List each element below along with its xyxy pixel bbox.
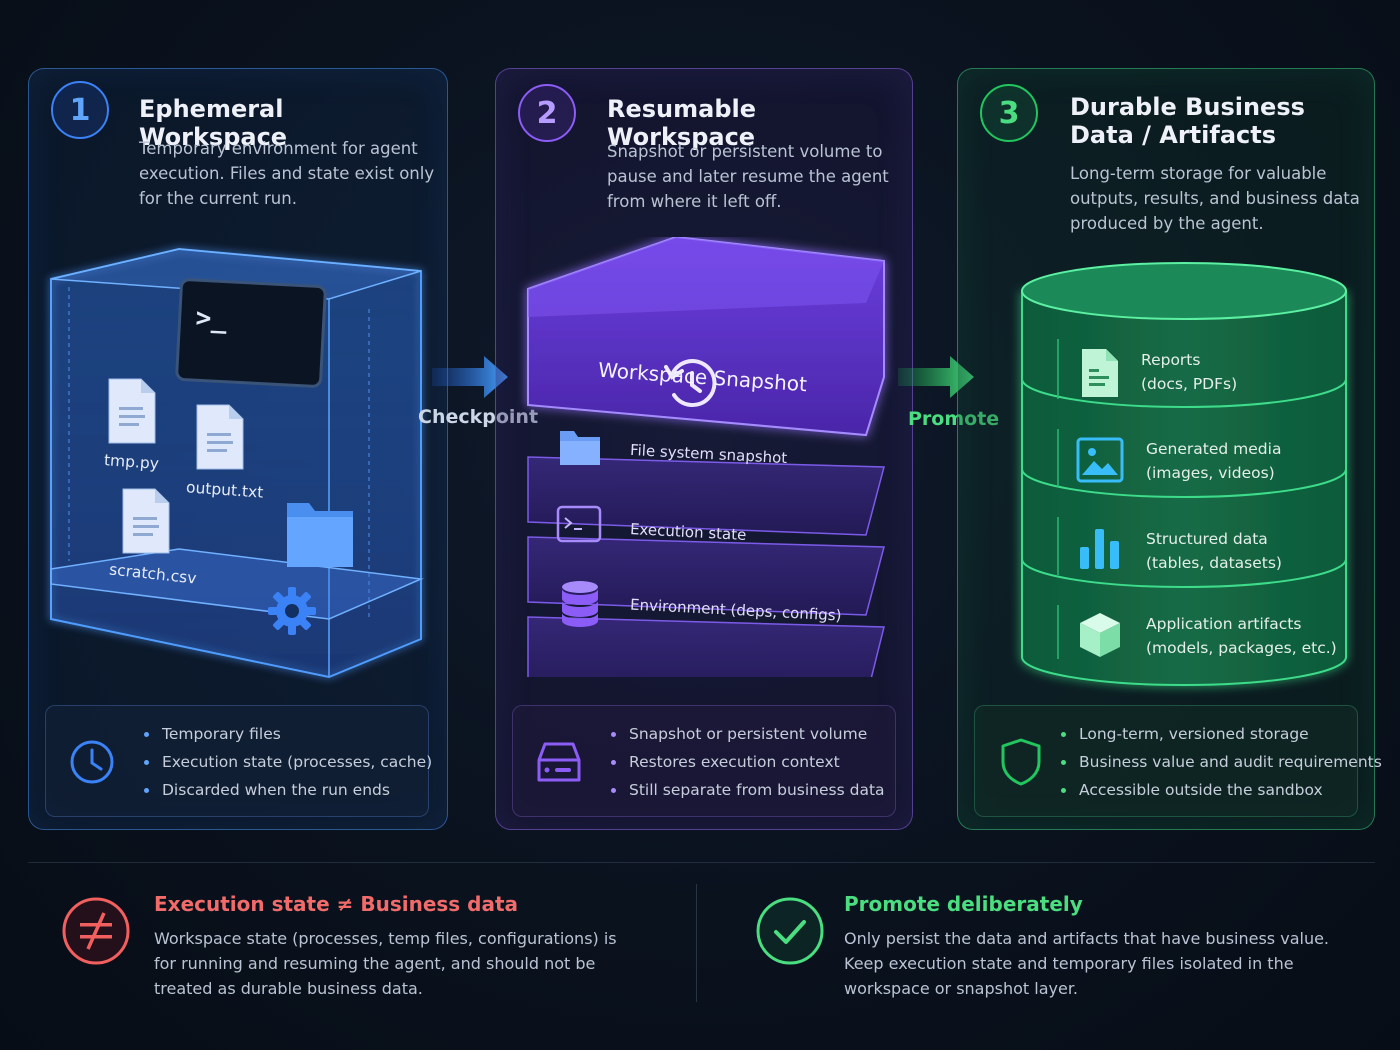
snapshot-stack-illustration: [527, 237, 885, 677]
panel-title: Resumable Workspace: [607, 95, 757, 151]
footer-right-text: Only persist the data and artifacts that…: [844, 929, 1330, 998]
panel-description: Temporary environment for agent executio…: [139, 139, 435, 208]
list-item: Snapshot or persistent volume: [609, 720, 885, 748]
resumable-info-box: Snapshot or persistent volume Restores e…: [512, 705, 896, 817]
checkpoint-label: Checkpoint: [418, 406, 539, 428]
panel-title: Ephemeral Workspace: [139, 95, 288, 151]
image-icon: [1076, 437, 1124, 483]
panel-description: Long-term storage for valuable outputs, …: [1070, 164, 1360, 233]
clock-icon: [70, 740, 114, 784]
not-equal-icon: [62, 897, 130, 965]
document-icon: [1082, 349, 1118, 397]
step-number-1: 1: [51, 81, 109, 139]
panel-ephemeral-workspace: 1 Ephemeral Workspace Temporary environm…: [28, 68, 448, 830]
artifact-subtitle: (models, packages, etc.): [1146, 639, 1337, 657]
footer-column-divider: [696, 884, 697, 1002]
list-item: Business value and audit requirements: [1059, 748, 1382, 776]
artifact-item: Application artifacts (models, packages,…: [1146, 612, 1337, 660]
footer-right-title: Promote deliberately: [844, 892, 1083, 916]
drive-icon: [537, 742, 581, 782]
artifact-item: Reports (docs, PDFs): [1141, 348, 1237, 396]
durable-info-box: Long-term, versioned storage Business va…: [974, 705, 1382, 817]
footer-divider: [28, 862, 1375, 863]
panel-title: Durable Business Data / Artifacts: [1070, 93, 1305, 149]
terminal-icon: [556, 505, 602, 543]
database-icon: [562, 581, 598, 627]
list-item: Long-term, versioned storage: [1059, 720, 1382, 748]
footer-left-text: Workspace state (processes, temp files, …: [154, 929, 617, 998]
durable-bullet-list: Long-term, versioned storage Business va…: [1059, 720, 1382, 804]
panel-durable-business-data: 3 Durable Business Data / Artifacts Long…: [957, 68, 1382, 830]
list-item: Accessible outside the sandbox: [1059, 776, 1382, 804]
bar-chart-icon: [1080, 529, 1119, 569]
artifact-title: Structured data: [1146, 530, 1268, 548]
checkpoint-arrow-icon: [432, 356, 508, 398]
artifact-subtitle: (docs, PDFs): [1141, 375, 1238, 393]
list-item: Still separate from business data: [609, 776, 885, 804]
panel-resumable-workspace: 2 Resumable Workspace Snapshot or persis…: [495, 68, 913, 830]
shield-icon: [1001, 738, 1041, 786]
svg-text:>_: >_: [195, 303, 228, 335]
list-item: Temporary files: [142, 720, 432, 748]
resumable-bullet-list: Snapshot or persistent volume Restores e…: [609, 720, 885, 804]
artifact-title: Generated media: [1146, 440, 1282, 458]
promote-arrow-icon: [898, 356, 974, 398]
panel-description: Snapshot or persistent volume to pause a…: [607, 142, 889, 211]
document-icon: [122, 488, 170, 554]
footer-left-title: Execution state ≠ Business data: [154, 892, 519, 916]
promote-label: Promote: [908, 408, 1000, 430]
step-number-3: 3: [980, 84, 1038, 142]
list-item: Restores execution context: [609, 748, 885, 776]
check-circle-icon: [756, 897, 824, 965]
artifact-title: Reports: [1141, 351, 1201, 369]
artifact-title: Application artifacts: [1146, 615, 1302, 633]
document-icon: [108, 378, 156, 444]
folder-icon: [560, 431, 600, 465]
artifact-item: Generated media (images, videos): [1146, 437, 1281, 485]
ephemeral-info-box: Temporary files Execution state (process…: [45, 705, 432, 817]
artifact-subtitle: (images, videos): [1146, 464, 1275, 482]
artifact-item: Structured data (tables, datasets): [1146, 527, 1282, 575]
step-number-2: 2: [518, 84, 576, 142]
list-item: Discarded when the run ends: [142, 776, 432, 804]
ephemeral-bullet-list: Temporary files Execution state (process…: [142, 720, 432, 804]
cube-icon: [1080, 613, 1120, 657]
list-item: Execution state (processes, cache): [142, 748, 432, 776]
document-icon: [196, 404, 244, 470]
file-label-tmp-py: tmp.py: [103, 451, 160, 473]
artifact-subtitle: (tables, datasets): [1146, 554, 1282, 572]
